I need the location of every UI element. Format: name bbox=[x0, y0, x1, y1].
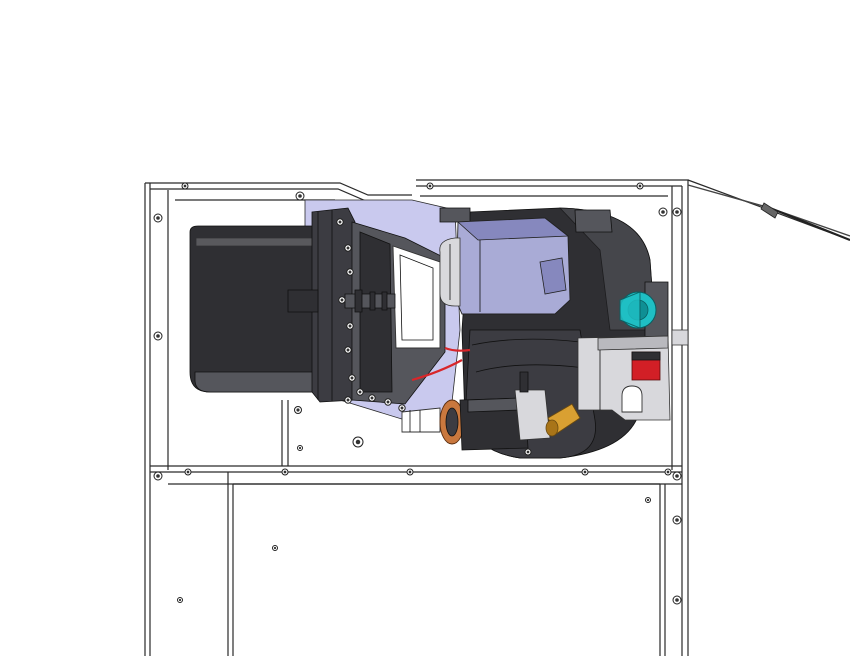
frame-bolt bbox=[272, 545, 278, 551]
lower-fastener bbox=[294, 406, 302, 414]
red-wire-icon bbox=[411, 359, 463, 382]
frame-bolt bbox=[645, 497, 651, 503]
frame-bolt bbox=[181, 182, 189, 190]
frame-bolt bbox=[153, 471, 163, 481]
frame-bolt bbox=[153, 213, 163, 223]
flange-bolts bbox=[336, 218, 406, 412]
frame-bolt bbox=[184, 468, 192, 476]
frame-bolt bbox=[672, 595, 682, 605]
frame-bolts bbox=[153, 182, 682, 605]
frame-bolt bbox=[581, 468, 589, 476]
red-wire-icon-2 bbox=[444, 346, 471, 352]
flange-bolt bbox=[398, 404, 406, 412]
frame-bolt bbox=[295, 191, 305, 201]
frame-bolt bbox=[672, 515, 682, 525]
flange-bolt bbox=[384, 398, 392, 406]
frame-bolt bbox=[153, 331, 163, 341]
flange-bolt bbox=[346, 268, 354, 276]
lower-fastener bbox=[297, 445, 303, 451]
flange-bolt bbox=[368, 394, 376, 402]
cable-icon bbox=[687, 184, 850, 242]
lower-fasteners bbox=[294, 406, 532, 456]
flange-bolt bbox=[356, 388, 364, 396]
flange-bolt bbox=[344, 244, 352, 252]
frame-bolt bbox=[658, 207, 668, 217]
cyan-connector-icon bbox=[619, 281, 669, 339]
flange-bolt bbox=[346, 322, 354, 330]
frame-bolt bbox=[426, 182, 434, 190]
bracket-icon bbox=[577, 329, 689, 421]
lower-fastener bbox=[352, 436, 364, 448]
frame-bolt bbox=[281, 468, 289, 476]
flange-bolt bbox=[338, 296, 346, 304]
flange-bolt bbox=[336, 218, 344, 226]
flange-bolt bbox=[344, 396, 352, 404]
lower-fastener bbox=[524, 448, 532, 456]
flange-bolt bbox=[348, 374, 356, 382]
motor-cover-icon bbox=[439, 217, 571, 315]
gas-valve-icon bbox=[401, 371, 581, 451]
combustion-box-icon bbox=[189, 207, 446, 405]
frame-bolt bbox=[672, 207, 682, 217]
frame-bolt bbox=[664, 468, 672, 476]
frame-bolt bbox=[636, 182, 644, 190]
frame-bolt bbox=[672, 471, 682, 481]
frame-bolt bbox=[177, 597, 183, 603]
frame-bolt bbox=[406, 468, 414, 476]
flange-bolt bbox=[344, 346, 352, 354]
